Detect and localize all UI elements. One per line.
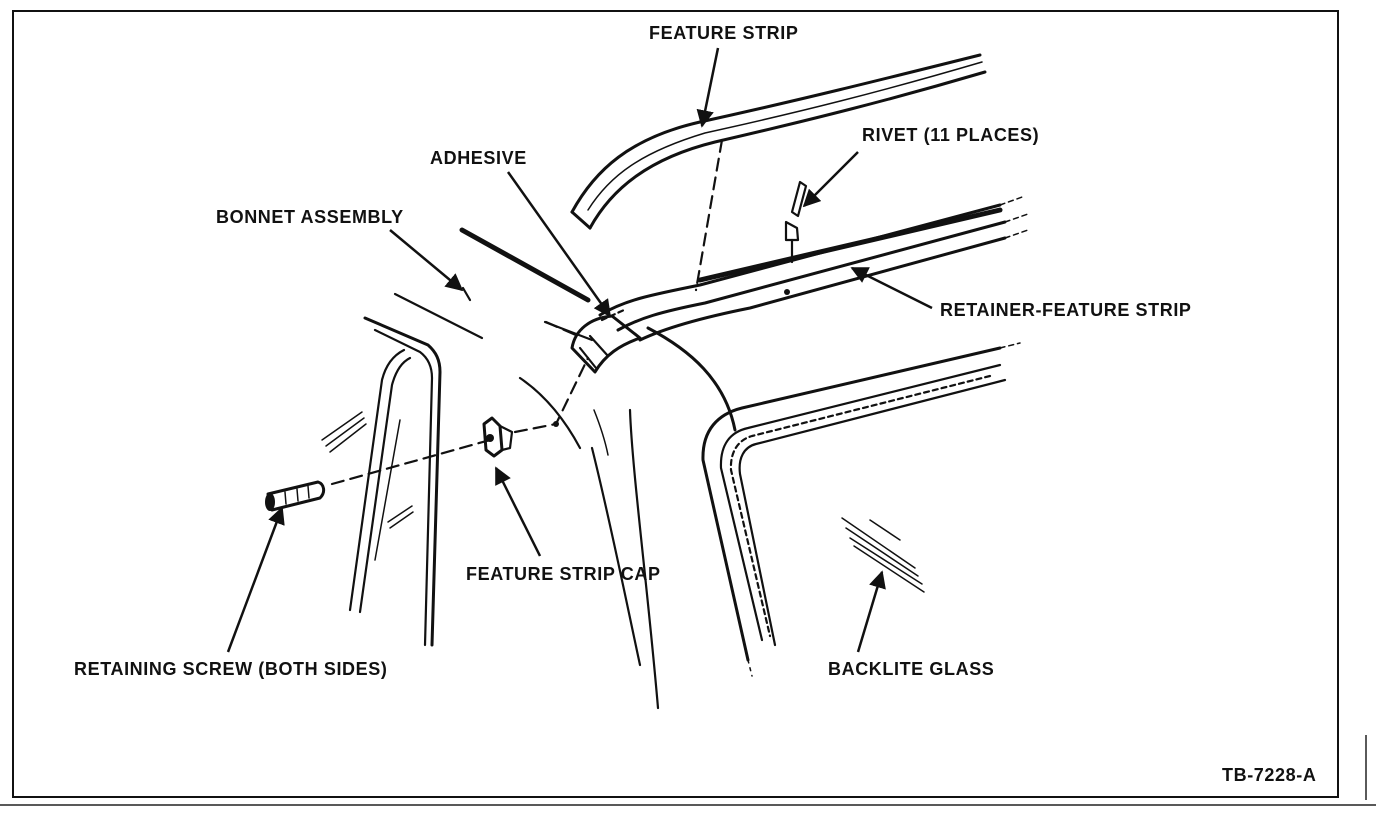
leader-adhesive <box>506 171 612 318</box>
rivet-part <box>784 180 808 295</box>
figure-border <box>12 10 1339 798</box>
rear-frame-curve <box>646 326 737 432</box>
adhesive-bead <box>459 227 591 303</box>
door-frame <box>348 316 442 647</box>
retainer-part <box>570 195 1029 374</box>
leader-bonnet <box>389 229 464 292</box>
alignment-line-adhesive <box>544 320 580 338</box>
figure-id: TB-7228-A <box>1222 765 1316 785</box>
leader-feature-strip <box>696 47 720 128</box>
leader-rivet <box>802 151 859 208</box>
alignment-line-feature-strip <box>694 138 724 292</box>
leader-backlite <box>856 570 886 653</box>
label-bonnet-assembly: BONNET ASSEMBLY <box>216 207 404 227</box>
label-retaining-screw: RETAINING SCREW (BOTH SIDES) <box>74 659 387 679</box>
alignment-line-screw <box>330 438 492 486</box>
feature-strip-part <box>570 53 987 230</box>
backlite-frame <box>701 342 1021 677</box>
retaining-screw-part <box>265 480 326 512</box>
label-rivet: RIVET (11 PLACES) <box>862 125 1039 145</box>
label-backlite-glass: BACKLITE GLASS <box>828 659 994 679</box>
label-feature-strip: FEATURE STRIP <box>649 23 798 43</box>
label-retainer-feature-strip: RETAINER-FEATURE STRIP <box>940 300 1192 320</box>
label-feature-strip-cap: FEATURE STRIP CAP <box>466 564 661 584</box>
feature-strip-cap-part <box>482 416 514 458</box>
label-adhesive: ADHESIVE <box>430 148 527 168</box>
door-glass-hatch <box>321 411 414 529</box>
leader-retainer <box>850 266 933 310</box>
leader-cap <box>494 466 542 557</box>
leader-screw <box>226 506 285 653</box>
backlite-glass-hatch <box>841 517 925 593</box>
alignment-line-cap <box>513 356 590 434</box>
